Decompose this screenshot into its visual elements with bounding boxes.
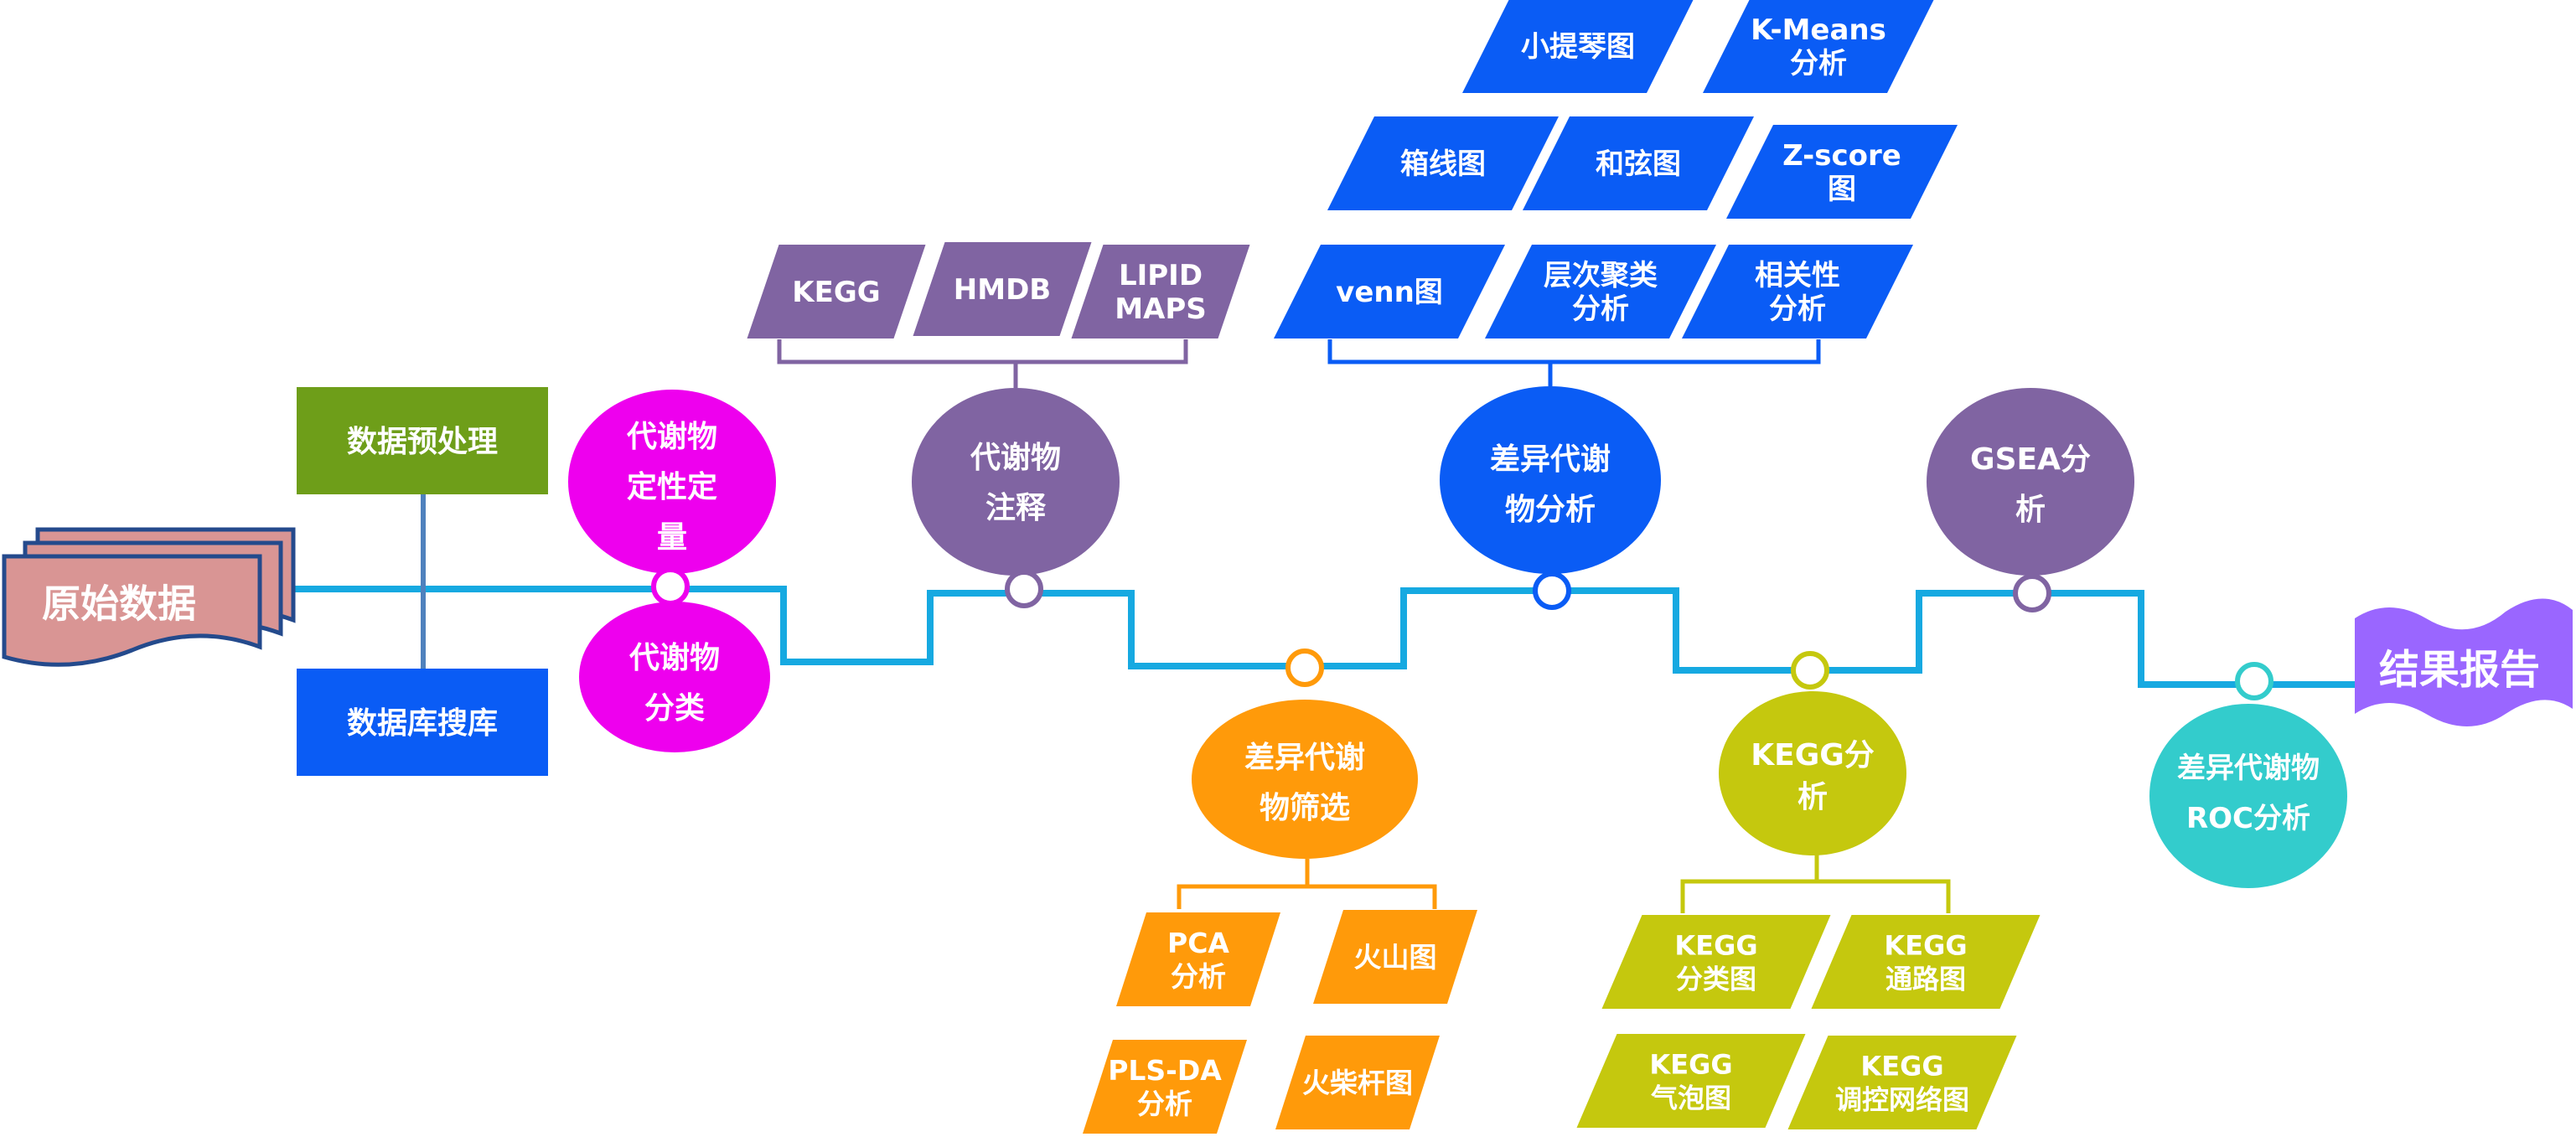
annotate-bracket [777, 339, 1188, 388]
database-search-box[interactable] [297, 669, 548, 776]
node-gsea-ring [2013, 574, 2051, 612]
annotation-tag-1[interactable] [913, 242, 1092, 336]
raw-data-label: 原始数据 [42, 581, 196, 627]
analysis-tag-label-5: venn图 [1336, 276, 1443, 309]
kegg-tag-3[interactable] [1787, 1036, 2017, 1129]
result-report-label: 结果报告 [2379, 646, 2540, 693]
node-quant-ring [651, 567, 690, 606]
kegg-tag-2[interactable] [1576, 1034, 1806, 1128]
node-analysis-ring [1533, 571, 1571, 610]
screening-tag-label-3: 火柴杆图 [1302, 1067, 1413, 1099]
node-annotate-label: 代谢物注释 [970, 441, 1061, 525]
node-kegg[interactable] [1719, 691, 1906, 855]
result-report-banner[interactable] [2355, 598, 2573, 726]
screening-tag-1[interactable] [1313, 910, 1477, 1004]
screening-tag-3[interactable] [1275, 1036, 1440, 1129]
node-analysis[interactable] [1440, 386, 1661, 574]
node-analysis-label: 差异代谢物分析 [1490, 442, 1611, 527]
node-annotate-ring [1005, 570, 1043, 608]
analysis-tag-7[interactable] [1682, 245, 1913, 338]
analysis-bracket [1327, 339, 1821, 386]
node-screen[interactable] [1192, 700, 1418, 859]
analysis-tag-1[interactable] [1703, 0, 1934, 93]
annotation-tag-label-1: HMDB [954, 273, 1051, 307]
analysis-tag-label-0: 小提琴图 [1521, 30, 1635, 64]
node-gsea[interactable] [1927, 388, 2134, 576]
screen-bracket [1177, 859, 1437, 909]
node-roc[interactable] [2149, 704, 2347, 888]
node-kegg-label: KEGG分析 [1751, 738, 1875, 814]
kegg-bracket [1680, 855, 1951, 913]
database-search-label: 数据库搜库 [347, 706, 498, 741]
node-quant[interactable] [568, 390, 776, 574]
screening-tag-0[interactable] [1116, 912, 1280, 1006]
kegg-tag-0[interactable] [1601, 915, 1831, 1009]
annotation-tag-2[interactable] [1071, 245, 1250, 338]
analysis-tag-label-6: 层次聚类分析 [1544, 259, 1658, 326]
analysis-tag-3[interactable] [1523, 116, 1754, 210]
analysis-tag-2[interactable] [1327, 116, 1559, 210]
node-screen-ring [1285, 649, 1324, 687]
analysis-tag-0[interactable] [1462, 0, 1694, 93]
analysis-tag-label-2: 箱线图 [1400, 147, 1486, 181]
node-kegg-ring [1791, 651, 1829, 690]
node-roc-ring [2235, 662, 2273, 700]
analysis-tag-6[interactable] [1485, 245, 1716, 338]
annotation-tag-label-0: KEGG [792, 276, 880, 309]
analysis-tag-label-7: 相关性分析 [1755, 259, 1840, 326]
node-quant-label: 代谢物定性定量 [626, 420, 717, 555]
node-classify-label: 代谢物分类 [628, 641, 720, 726]
preprocess-box[interactable] [297, 387, 548, 494]
analysis-tag-4[interactable] [1726, 125, 1958, 219]
screening-tag-label-1: 火山图 [1354, 941, 1437, 974]
analysis-tag-label-3: 和弦图 [1596, 147, 1681, 181]
annotation-tag-0[interactable] [747, 245, 926, 338]
raw-data-shape[interactable] [2, 554, 262, 667]
node-gsea-label: GSEA分析 [1970, 442, 2091, 527]
kegg-tag-1[interactable] [1811, 915, 2041, 1009]
node-annotate[interactable] [912, 388, 1120, 576]
analysis-tag-5[interactable] [1274, 245, 1505, 338]
screening-tag-2[interactable] [1083, 1040, 1247, 1134]
node-classify[interactable] [579, 602, 770, 752]
node-screen-label: 差异代谢物筛选 [1244, 741, 1365, 825]
preprocess-label: 数据预处理 [347, 425, 498, 459]
